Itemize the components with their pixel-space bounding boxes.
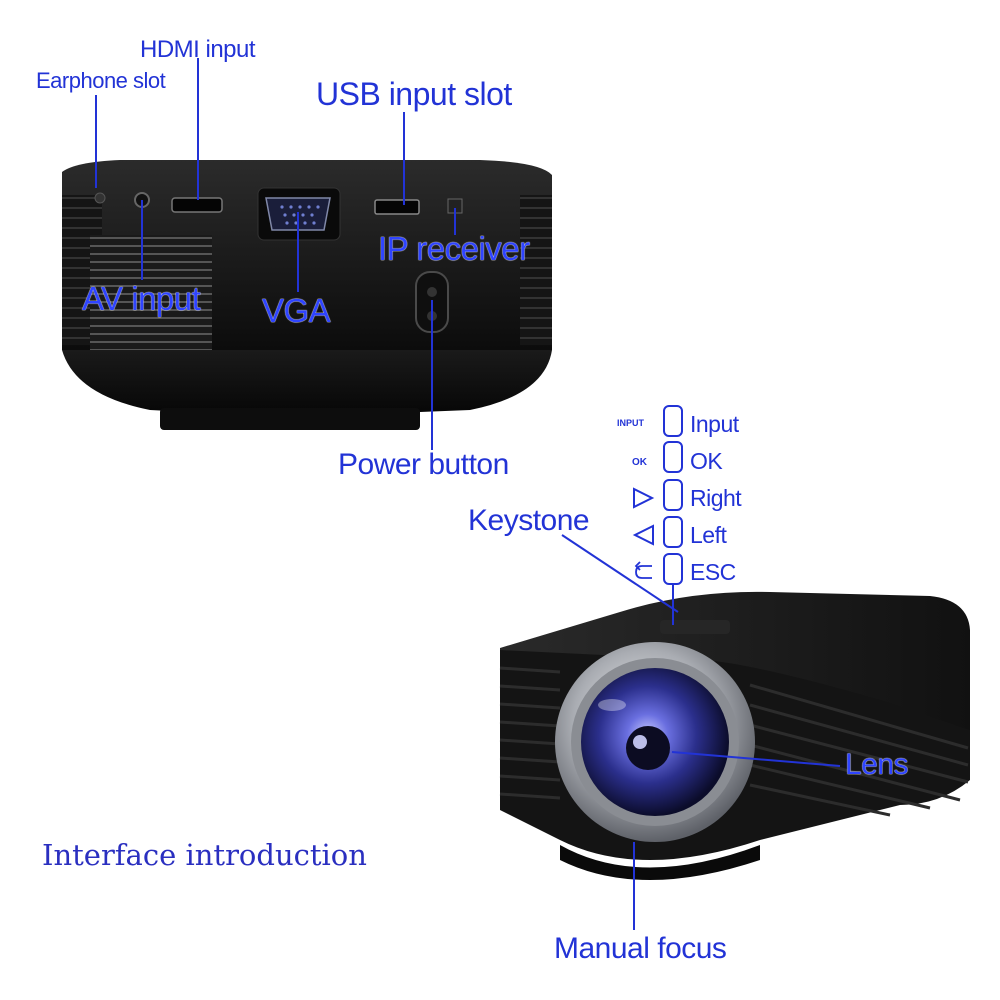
label-hdmi-input: HDMI input bbox=[140, 36, 256, 63]
back-panel-projector bbox=[62, 160, 552, 430]
label-manual-focus: Manual focus bbox=[554, 932, 727, 965]
leader-lines bbox=[95, 58, 841, 930]
back-base bbox=[62, 350, 552, 420]
label-keystone: Keystone bbox=[468, 504, 590, 537]
earphone-jack bbox=[94, 192, 106, 204]
speaker-grill bbox=[90, 235, 212, 350]
usb-port bbox=[374, 199, 420, 215]
triangle-left-icon bbox=[632, 524, 654, 546]
triangle-right-icon bbox=[633, 487, 655, 509]
right-vent-grill bbox=[520, 195, 552, 345]
button-label-esc: ESC bbox=[690, 559, 736, 585]
return-arrow-icon bbox=[634, 561, 652, 579]
label-av-input: AV input bbox=[82, 280, 201, 317]
button-label-ok: OK bbox=[690, 448, 723, 474]
label-ip-receiver: IP receiver bbox=[378, 230, 530, 267]
label-earphone-slot: Earphone slot bbox=[36, 68, 166, 93]
label-usb-input-slot: USB input slot bbox=[316, 76, 512, 112]
button-label-input: Input bbox=[690, 411, 739, 437]
page-title: Interface introduction bbox=[42, 838, 367, 872]
label-power-button: Power button bbox=[338, 448, 509, 481]
button-column bbox=[663, 405, 683, 625]
front-projector bbox=[499, 591, 970, 880]
button-key-ok: OK bbox=[632, 457, 647, 468]
label-lens: Lens bbox=[845, 748, 909, 781]
button-key-input: INPUT bbox=[617, 418, 644, 428]
button-label-left: Left bbox=[690, 522, 727, 548]
control-strip bbox=[660, 620, 730, 634]
button-label-right: Right bbox=[690, 485, 742, 511]
hdmi-port bbox=[171, 197, 223, 213]
label-vga: VGA bbox=[262, 292, 331, 329]
